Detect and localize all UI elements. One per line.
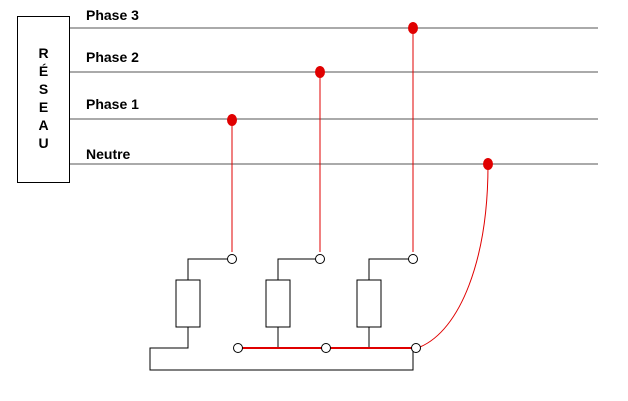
load3-resistor: [356, 279, 382, 328]
load1-top-terminal: [227, 254, 237, 264]
phase1-label: Phase 1: [86, 96, 139, 112]
phase3-label: Phase 3: [86, 7, 139, 23]
reseau-label: R É S E A U: [18, 44, 69, 152]
load2-top-terminal: [315, 254, 325, 264]
neutre-drop-wire: [419, 164, 489, 348]
load1-top-wire: [187, 258, 232, 280]
reseau-letter: A: [38, 117, 49, 133]
reseau-letter: U: [38, 135, 49, 151]
reseau-letter: E: [38, 99, 49, 115]
load2-top-wire: [277, 258, 320, 280]
bus-terminal-1: [233, 343, 243, 353]
load3-top-terminal: [408, 254, 418, 264]
phase3-connection-dot: [408, 22, 418, 34]
reseau-box: R É S E A U: [17, 16, 70, 183]
bus-terminal-3: [411, 343, 421, 353]
reseau-letter: S: [38, 81, 49, 97]
reseau-letter: É: [38, 63, 49, 79]
neutre-connection-dot: [483, 158, 493, 170]
load2-resistor: [265, 279, 291, 328]
load3-top-wire: [368, 258, 413, 280]
reseau-letter: R: [38, 45, 49, 61]
load1-bottom-wire: [149, 327, 414, 371]
neutre-label: Neutre: [86, 146, 131, 162]
phase2-label: Phase 2: [86, 49, 139, 65]
bus-terminal-2: [321, 343, 331, 353]
load1-resistor: [175, 279, 201, 328]
phase2-connection-dot: [315, 66, 325, 78]
phase1-connection-dot: [227, 114, 237, 126]
